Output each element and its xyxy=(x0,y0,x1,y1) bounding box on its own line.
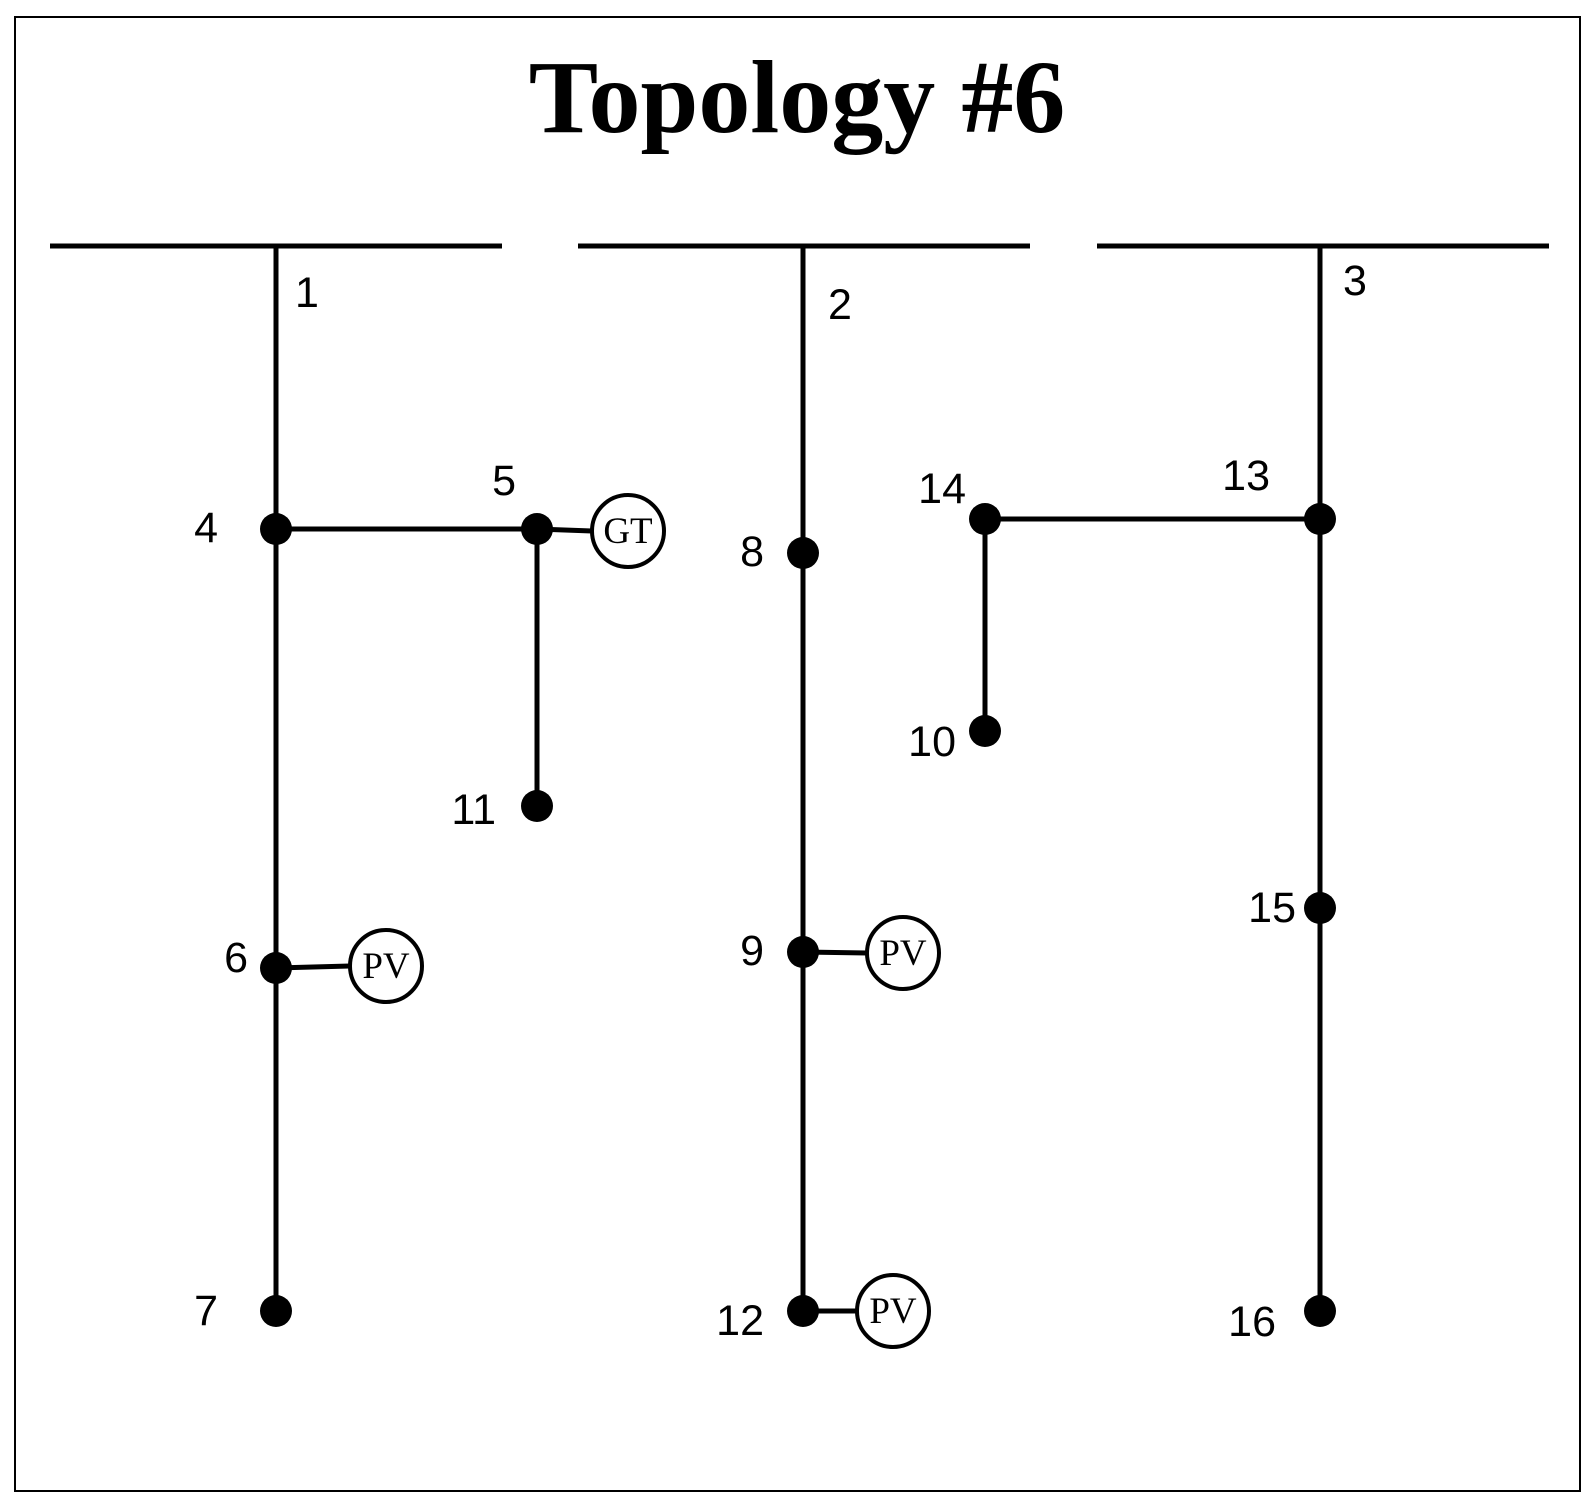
pv-generator-6 xyxy=(348,928,424,1004)
node-13 xyxy=(1304,503,1336,535)
node-label-3: 3 xyxy=(1343,257,1367,305)
node-label-2: 2 xyxy=(828,281,852,329)
node-label-16: 16 xyxy=(1228,1298,1276,1346)
node-label-5: 5 xyxy=(492,457,516,505)
gt-generator-5 xyxy=(590,493,666,569)
diagram-frame xyxy=(14,16,1581,1492)
node-15 xyxy=(1304,892,1336,924)
generator-label-9: PV xyxy=(879,933,927,974)
node-14 xyxy=(969,503,1001,535)
node-11 xyxy=(521,790,553,822)
node-5 xyxy=(521,513,553,545)
generator-label-5: GT xyxy=(603,511,652,552)
generator-label-6: PV xyxy=(362,946,410,987)
node-label-9: 9 xyxy=(740,927,764,975)
node-label-6: 6 xyxy=(224,934,248,982)
node-label-8: 8 xyxy=(740,528,764,576)
pv-generator-12 xyxy=(855,1273,931,1349)
node-label-7: 7 xyxy=(194,1287,218,1335)
node-label-4: 4 xyxy=(194,504,218,552)
node-10 xyxy=(969,715,1001,747)
node-6 xyxy=(260,952,292,984)
pv-generator-9 xyxy=(865,915,941,991)
node-9 xyxy=(787,936,819,968)
generator-label-12: PV xyxy=(869,1291,917,1332)
node-label-12: 12 xyxy=(716,1297,764,1345)
node-4 xyxy=(260,513,292,545)
node-12 xyxy=(787,1295,819,1327)
node-label-13: 13 xyxy=(1222,452,1270,500)
node-16 xyxy=(1304,1295,1336,1327)
node-label-14: 14 xyxy=(918,465,966,513)
node-label-15: 15 xyxy=(1248,884,1296,932)
node-7 xyxy=(260,1295,292,1327)
nodes-layer xyxy=(260,503,1336,1327)
node-label-10: 10 xyxy=(908,718,956,766)
node-label-11: 11 xyxy=(451,786,496,834)
node-8 xyxy=(787,537,819,569)
edges-layer xyxy=(273,246,1323,1311)
diagram-title: Topology #6 xyxy=(529,40,1066,155)
generators-layer: GT PV PV PV xyxy=(275,493,941,1349)
node-label-1: 1 xyxy=(295,269,319,317)
